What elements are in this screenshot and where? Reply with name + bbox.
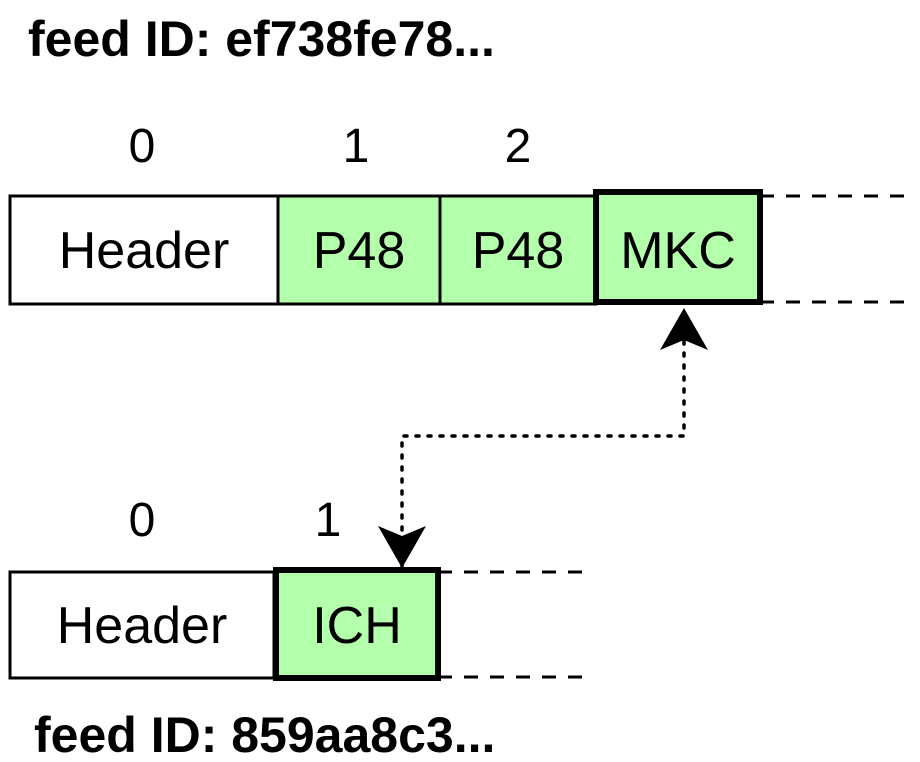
- top-entry-cell-1: [276, 194, 442, 306]
- top-cell-label-0: Header: [59, 222, 230, 280]
- bottom-index-0: 0: [129, 494, 156, 547]
- top-index-1: 1: [343, 120, 370, 173]
- top-header-cell: [8, 194, 280, 306]
- bottom-index-1: 1: [315, 494, 342, 547]
- arrow-down-icon: [378, 526, 426, 568]
- bottom-feed-row: Header ICH: [8, 567, 590, 681]
- arrow-up-icon: [660, 308, 708, 350]
- bottom-entry-cell-1-highlighted: [273, 567, 441, 681]
- top-cell-label-1: P48: [313, 222, 406, 280]
- top-feed-title: feed ID: ef738fe78...: [28, 11, 495, 67]
- top-entry-cell-3-highlighted: [593, 189, 763, 305]
- bottom-cell-label-1: ICH: [312, 597, 402, 655]
- top-cell-label-2: P48: [472, 222, 565, 280]
- bottom-feed-title: feed ID: 859aa8c3...: [34, 707, 495, 762]
- bottom-cell-label-0: Header: [57, 597, 228, 655]
- top-index-0: 0: [129, 120, 156, 173]
- top-index-2: 2: [505, 120, 532, 173]
- link-dotted-connector: [400, 312, 686, 568]
- top-feed-row: Header P48 P48 MKC: [8, 189, 910, 306]
- top-entry-cell-2: [438, 194, 598, 306]
- top-cell-label-3: MKC: [620, 222, 736, 280]
